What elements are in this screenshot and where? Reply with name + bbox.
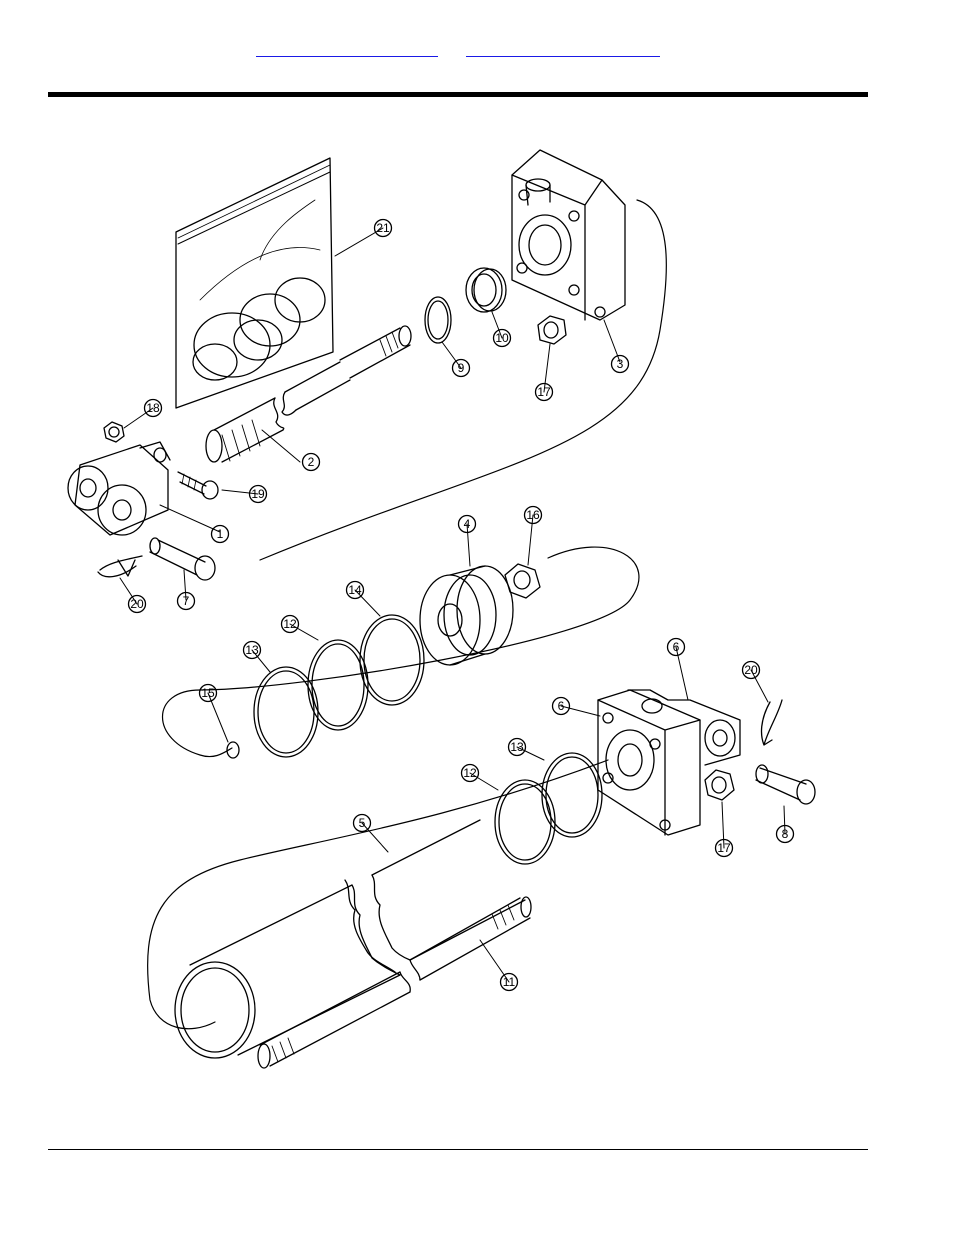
header-link-2[interactable] xyxy=(466,40,660,57)
centerline-middle xyxy=(162,546,640,758)
centerline-lower xyxy=(147,759,609,1030)
ring-13-upper xyxy=(253,666,319,758)
svg-text:13: 13 xyxy=(245,643,259,657)
callout-19: 19 xyxy=(248,484,268,504)
svg-text:11: 11 xyxy=(503,975,516,989)
header-rule xyxy=(48,92,868,97)
callout-6-upper: 6 xyxy=(666,637,686,657)
callout-17-top: 17 xyxy=(534,382,554,402)
nut-18 xyxy=(103,421,125,443)
rod-end-cap xyxy=(511,149,626,321)
header-link-1[interactable] xyxy=(256,40,438,57)
svg-text:20: 20 xyxy=(744,663,758,677)
callout-9: 8 xyxy=(775,824,795,844)
svg-text:8: 8 xyxy=(782,827,789,841)
callout-13-lower: 13 xyxy=(507,737,527,757)
svg-text:13: 13 xyxy=(510,740,524,754)
pin-8 xyxy=(149,537,216,581)
footer-rule xyxy=(48,1149,868,1150)
ring-12-lower xyxy=(494,779,556,865)
callouts: 21 2 3 9 10 17 18 19 1 7 20 4 16 14 12 1… xyxy=(127,218,795,992)
nut-17-bottom xyxy=(704,769,735,801)
ring-13-lower xyxy=(541,752,603,838)
callout-12-upper: 12 xyxy=(280,614,300,634)
callout-16: 16 xyxy=(523,505,543,525)
hair-pin-20-right xyxy=(760,699,783,746)
svg-text:7: 7 xyxy=(183,594,190,608)
svg-text:3: 3 xyxy=(617,357,624,371)
nut-17-top xyxy=(537,315,567,345)
cylinder-rod xyxy=(205,325,412,463)
centerline-upper xyxy=(259,199,667,561)
barrel xyxy=(174,819,526,1059)
svg-text:6: 6 xyxy=(673,640,680,654)
callout-5: 5 xyxy=(352,813,372,833)
ring-15 xyxy=(226,741,240,759)
svg-text:1: 1 xyxy=(217,527,224,541)
bolt-19 xyxy=(177,471,219,500)
svg-text:16: 16 xyxy=(526,508,540,522)
svg-text:17: 17 xyxy=(717,841,731,855)
svg-text:12: 12 xyxy=(463,766,477,780)
wiper-11 xyxy=(465,267,507,313)
seal-kit-bag xyxy=(175,157,334,409)
clevis xyxy=(67,441,171,536)
header-links xyxy=(0,40,954,60)
svg-text:6: 6 xyxy=(558,699,565,713)
svg-text:10: 10 xyxy=(495,331,509,345)
callout-11: 10 xyxy=(492,328,512,348)
pin-9 xyxy=(755,764,816,805)
svg-text:21: 21 xyxy=(376,221,390,235)
callout-6-lower: 6 xyxy=(551,696,571,716)
svg-text:4: 4 xyxy=(464,517,471,531)
base-end-cap xyxy=(597,689,741,836)
ring-12-upper xyxy=(307,639,369,731)
callout-18: 18 xyxy=(143,398,163,418)
piston xyxy=(419,565,514,666)
callout-12-lower: 12 xyxy=(460,763,480,783)
callout-2: 2 xyxy=(301,452,321,472)
svg-text:18: 18 xyxy=(146,401,160,415)
callout-20-left: 20 xyxy=(127,594,147,614)
callout-10: 9 xyxy=(451,358,471,378)
svg-text:20: 20 xyxy=(130,597,144,611)
svg-text:2: 2 xyxy=(308,455,315,469)
callout-14: 14 xyxy=(345,580,365,600)
callout-1: 1 xyxy=(210,524,230,544)
svg-text:12: 12 xyxy=(283,617,297,631)
callout-7: 11 xyxy=(499,972,519,992)
callout-13-upper: 13 xyxy=(242,640,262,660)
snap-ring-10 xyxy=(424,296,452,344)
hair-pin-20-left xyxy=(97,555,143,578)
tie-rod xyxy=(257,896,532,1069)
callout-15: 15 xyxy=(198,683,218,703)
nut-16 xyxy=(504,563,541,599)
callout-17-bottom: 17 xyxy=(714,838,734,858)
callout-20-right: 20 xyxy=(741,660,761,680)
callout-21: 21 xyxy=(373,218,393,238)
callout-3: 3 xyxy=(610,354,630,374)
svg-text:5: 5 xyxy=(359,816,366,830)
callout-4: 4 xyxy=(457,514,477,534)
svg-text:19: 19 xyxy=(251,487,265,501)
svg-text:14: 14 xyxy=(348,583,362,597)
svg-text:17: 17 xyxy=(537,385,551,399)
ring-14 xyxy=(359,614,425,706)
svg-text:9: 9 xyxy=(458,361,465,375)
leader-lines xyxy=(119,227,786,983)
callout-8: 7 xyxy=(176,591,196,611)
svg-text:15: 15 xyxy=(201,686,215,700)
